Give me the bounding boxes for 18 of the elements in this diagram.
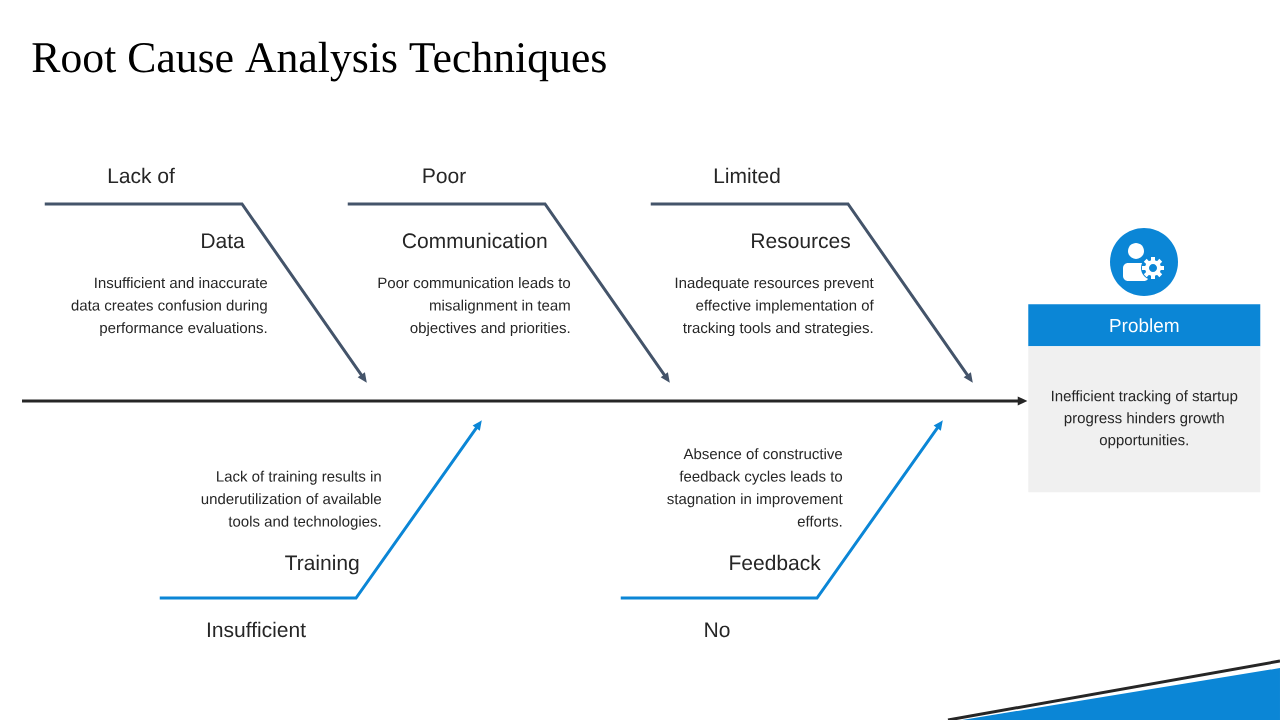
category-label: Training [285,554,359,575]
description-text: Insufficient and inaccurate data creates confusion during performance evaluations. [71,277,268,337]
category-label: Lack of [108,167,175,184]
category-label: Limited [714,167,780,184]
category-label: Poor [423,168,466,184]
category-label: Data [202,233,245,249]
description-text: Absence of constructive feedback cycles leads to stagnation in improvement efforts. [667,448,843,527]
description-text: Inadequate resources prevent effective implementation of tracking tools and strategies. [675,277,874,337]
title: Root Cause Analysis Techniques [32,41,606,82]
category-label: Resources [752,233,850,249]
text-panel: Inefficient tracking of startup progress hinders growth opportunities. [1028,346,1261,493]
header-bar: Problem [1028,304,1261,347]
description-text: Lack of training results in underutilization of available tools and technologies. [201,470,382,530]
category-label: No [705,622,730,638]
category-label: Insufficient [207,621,306,638]
description-text: Poor communication leads to misalignment in team objectives and priorities. [378,277,571,337]
category-label: Communication [402,232,547,249]
category-label: Feedback [730,554,821,571]
